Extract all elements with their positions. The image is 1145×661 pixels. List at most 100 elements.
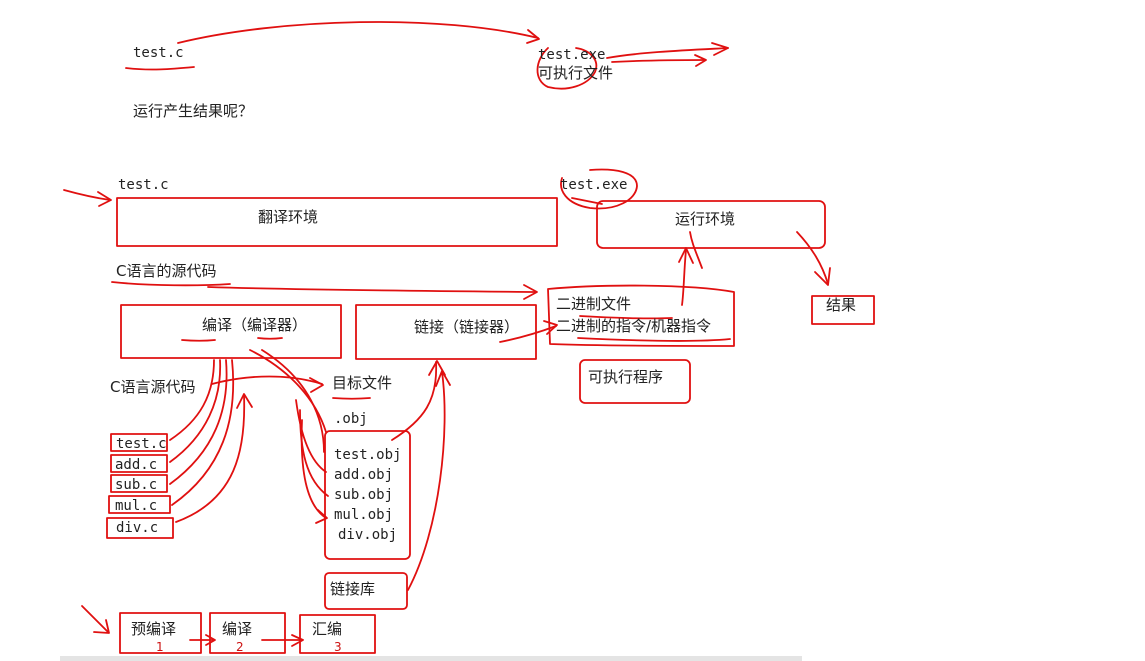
stage-num-3: 3 (334, 640, 342, 654)
source-box-3 (110, 474, 168, 493)
compile-box-label: 编译（编译器） (202, 316, 308, 334)
top-exe-file: test.exe (538, 47, 606, 63)
objects-box (324, 430, 411, 560)
arrowhead-stage-1-to-2 (205, 634, 216, 646)
arrow-exe-to-runtime (571, 197, 603, 205)
link-box-label: 链接（链接器） (414, 318, 520, 336)
arrowhead-test-c-to-exe (526, 29, 540, 44)
arrow-link-to-binary (499, 325, 557, 343)
runtime-env-label: 运行环境 (675, 210, 736, 228)
arrow-test-c-to-exe (177, 21, 539, 44)
source-file-2: add.c (115, 457, 158, 473)
binary-label-1: 二进制文件 (556, 295, 632, 313)
runtime-env-box (596, 200, 826, 249)
arrowhead-runtime-to-result (814, 267, 831, 286)
result-label: 结果 (826, 296, 857, 314)
compile-box (120, 304, 342, 359)
arrow-runtime-to-result (796, 231, 829, 285)
arrowhead-exe-out-2 (694, 54, 707, 67)
underline-binary-2 (577, 337, 731, 342)
source-file-1: test.c (116, 436, 167, 452)
arrowhead-source-to-compile (236, 393, 253, 409)
arrowhead-binary-to-runtime (678, 247, 694, 264)
arrowhead-stage-2-to-3 (291, 634, 304, 647)
source-box-4 (108, 495, 171, 514)
source-file-3: sub.c (115, 477, 158, 493)
bottom-toolbar-strip (60, 656, 802, 661)
underline-binary-1 (579, 315, 673, 320)
arrowhead-link-to-binary (543, 320, 558, 335)
stage-num-1: 1 (156, 640, 164, 654)
circle-output-exe (560, 168, 638, 210)
arrow-source-2-to-compile (169, 359, 222, 463)
stage-box-2 (209, 612, 286, 654)
stage-box-1 (119, 612, 202, 654)
object-file-4: mul.obj (334, 507, 394, 523)
result-box (811, 295, 875, 325)
env-input-file: test.c (118, 177, 169, 193)
arrowhead-objects (315, 509, 328, 524)
object-file-2: add.obj (334, 467, 394, 483)
stage-box-3 (299, 614, 376, 654)
arrow-compile-to-objects-3 (295, 399, 327, 473)
translation-env-box (116, 197, 558, 247)
underline-object-label (332, 397, 371, 400)
arrow-source-4-to-compile (171, 359, 235, 506)
arrow-objects-to-link (391, 361, 438, 441)
library-label: 链接库 (330, 580, 376, 598)
arrow-into-stages (81, 605, 109, 633)
object-file-5: div.obj (338, 527, 398, 543)
stage-num-2: 2 (236, 640, 244, 654)
arrow-input-test-c (63, 189, 111, 201)
objects-ext: .obj (334, 411, 368, 427)
source-file-4: mul.c (115, 498, 158, 514)
source-box-5 (106, 517, 174, 539)
arrow-source-label-to-object (211, 375, 323, 385)
underline-c-source-code (111, 281, 231, 287)
executable-label: 可执行程序 (588, 368, 664, 386)
source-box-1 (110, 433, 168, 452)
executable-box (579, 359, 691, 404)
arrow-compile-to-objects-2 (261, 349, 325, 453)
translation-env-label: 翻译环境 (258, 208, 319, 226)
arrow-exe-out (606, 47, 729, 59)
env-output-file: test.exe (560, 177, 628, 193)
loop-binary-to-runtime (689, 231, 703, 269)
circle-exe-top (536, 47, 598, 90)
arrow-compile-to-objects-4 (299, 409, 329, 497)
arrow-source-to-binary (207, 286, 537, 293)
underline-top-test-c (125, 66, 195, 71)
stage-label-1: 预编译 (131, 620, 177, 638)
object-file-1: test.obj (334, 447, 402, 463)
arrowhead-exe-out-1 (711, 42, 729, 56)
arrowhead-input-test-c (97, 191, 112, 207)
arrowhead-source-label-to-object (309, 377, 324, 393)
binary-label-2: 二进制的指令/机器指令 (556, 317, 712, 335)
arrow-library-to-link (407, 371, 446, 591)
arrowhead-into-stages (93, 619, 110, 634)
arrow-exe-out-2 (611, 59, 706, 63)
arrow-source-3-to-compile (169, 359, 228, 485)
object-file-3: sub.obj (334, 487, 394, 503)
arrowhead-library-to-link (435, 370, 451, 387)
top-question: 运行产生结果呢？ (133, 102, 254, 120)
source-box-2 (110, 454, 168, 473)
underline-compile (181, 339, 216, 342)
arrow-source-5-to-compile (175, 394, 246, 523)
top-source-file: test.c (133, 45, 184, 61)
source-code-label: C语言的源代码 (116, 262, 217, 280)
library-box (324, 572, 408, 610)
underline-compiler (257, 337, 283, 340)
stage-label-2: 编译 (222, 620, 253, 638)
objects-label: 目标文件 (332, 374, 393, 392)
source-file-5: div.c (116, 520, 159, 536)
arrow-compile-to-objects-1 (249, 349, 327, 433)
sources-label: C语言源代码 (110, 378, 196, 396)
arrow-source-1-to-compile (169, 359, 215, 441)
stage-label-3: 汇编 (312, 620, 343, 638)
arrowhead-source-to-binary (523, 284, 538, 300)
top-exe-desc: 可执行文件 (538, 64, 614, 82)
binary-box (547, 284, 735, 347)
arrow-binary-to-runtime (681, 249, 687, 306)
